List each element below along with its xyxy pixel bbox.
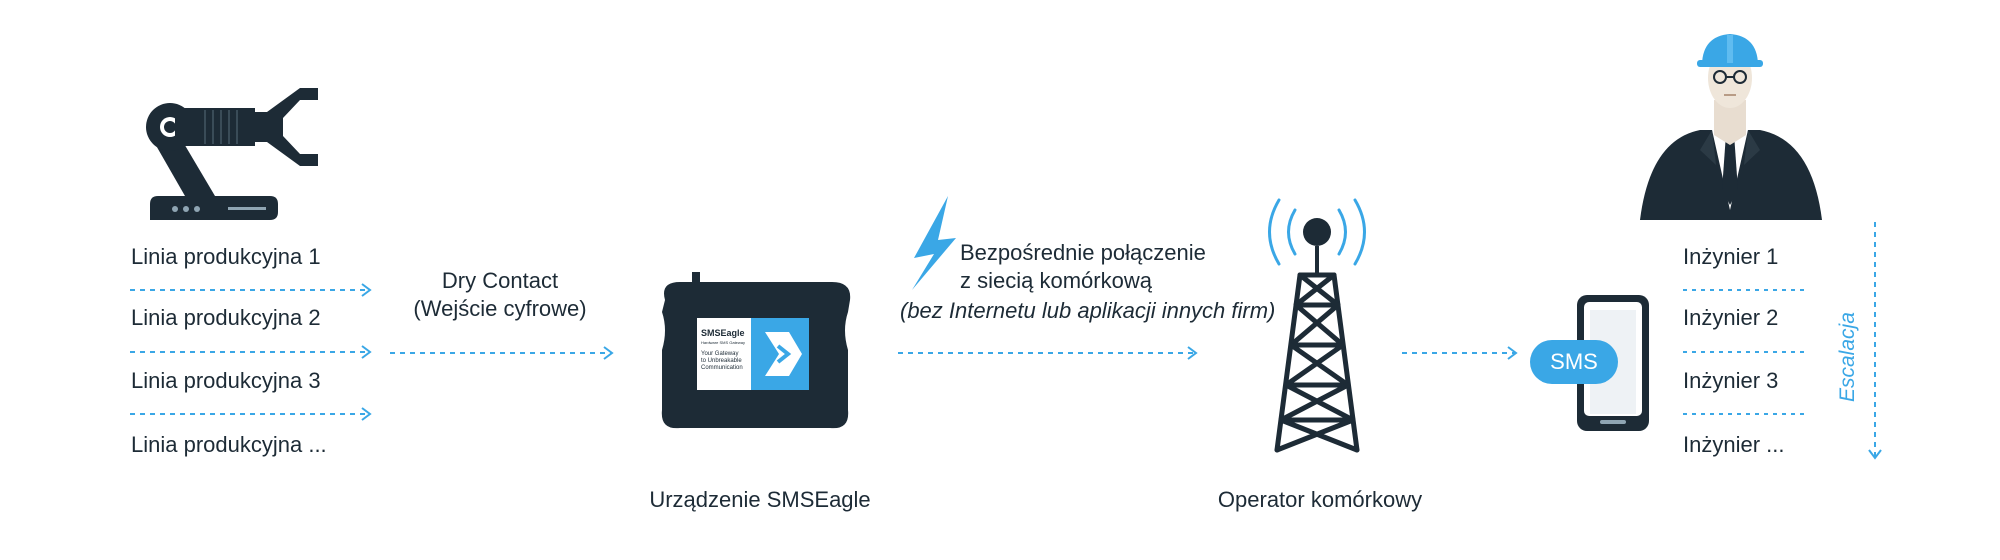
escalation-label: Escalacja: [1836, 312, 1859, 402]
engineer-2-label: Inżynier 2: [1683, 305, 1779, 330]
dry-contact-line1: Dry Contact: [441, 268, 559, 293]
operator-label: Operator komórkowy: [1217, 487, 1423, 512]
connection-line2: z siecią komórkową: [960, 268, 1152, 293]
production-line-1-label: Linia produkcyjna 1: [131, 244, 321, 269]
engineer-3-label: Inżynier 3: [1683, 368, 1779, 393]
device-tagline-2: to Unbreakable: [701, 358, 742, 364]
dry-contact-label: Dry Contact (Wejście cyfrowe): [390, 268, 610, 322]
engineer-more-label: Inżynier ...: [1683, 432, 1785, 457]
device-tagline-1: Your Gateway: [701, 351, 739, 357]
production-line-2-label: Linia produkcyjna 2: [131, 305, 321, 330]
engineer-1-label: Inżynier 1: [1683, 244, 1779, 269]
device-label: Urządzenie SMSEagle: [649, 487, 871, 512]
device-brand-small: Hardware SMS Gateway: [701, 340, 746, 345]
sms-badge: SMS: [1530, 340, 1618, 384]
dry-contact-line2: (Wejście cyfrowe): [413, 296, 587, 321]
connection-line3: (bez Internetu lub aplikacji innych firm…: [900, 298, 1276, 323]
production-line-3-label: Linia produkcyjna 3: [131, 368, 321, 393]
production-line-more-label: Linia produkcyjna ...: [131, 432, 327, 457]
device-tagline-3: Communication: [701, 365, 743, 371]
device-tagline: Your Gateway to Unbreakable Communicatio…: [701, 351, 743, 372]
device-brand: SMSEagle: [701, 328, 745, 338]
connection-line1: Bezpośrednie połączenie: [960, 240, 1206, 265]
